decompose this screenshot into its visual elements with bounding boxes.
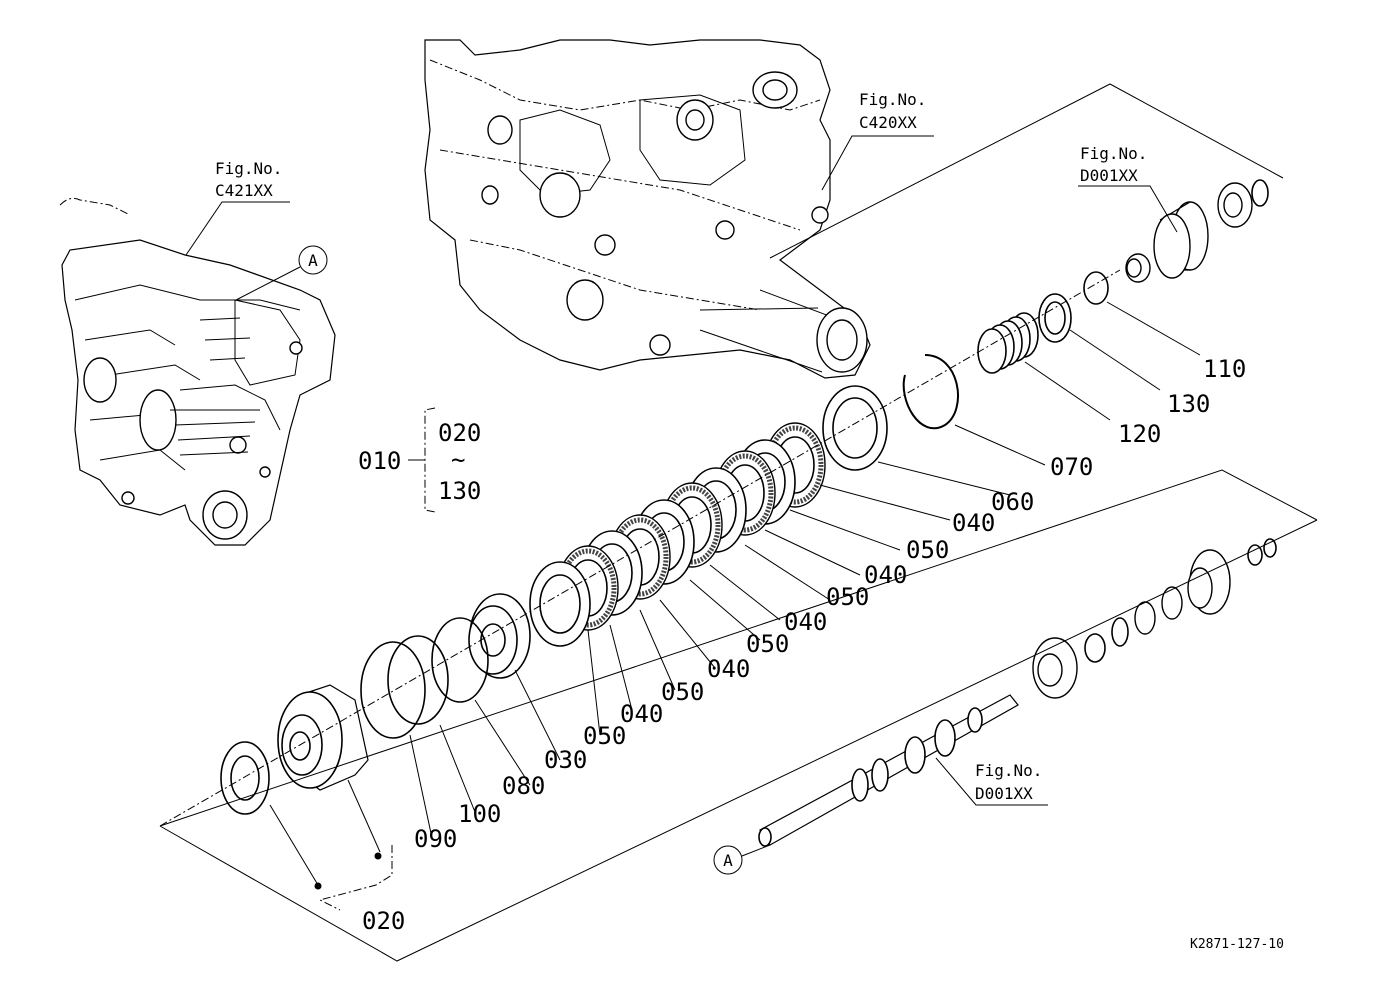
part-label-080: 080 (502, 772, 545, 800)
part-label-050-c: 050 (746, 630, 789, 658)
part-label-050-b: 050 (826, 583, 869, 611)
part-label-040-c: 040 (784, 608, 827, 636)
part-label-030: 030 (544, 746, 587, 774)
plate-pair-5 (529, 545, 619, 647)
fig-ref-gear-code: D001XX (1080, 166, 1138, 185)
left-housing-drawing (59, 197, 336, 546)
drawing-number: K2871-127-10 (1190, 937, 1284, 952)
assembly-from-label: 020 (438, 419, 481, 447)
marker-dot (314, 882, 322, 890)
lower-shaft-drawing (758, 538, 1277, 847)
assembly-parent-label: 010 (358, 447, 401, 475)
fig-ref-center-title: Fig.No. (859, 90, 926, 109)
part-label-060: 060 (991, 488, 1034, 516)
center-housing-drawing (424, 39, 871, 379)
part-label-050-e: 050 (583, 722, 626, 750)
labels: Fig.No. C421XX Fig.No. C420XX Fig.No. D0… (215, 90, 1284, 952)
part-label-050-a: 050 (906, 536, 949, 564)
leader-lines (159, 83, 1318, 962)
upper-gear-drawing (1083, 179, 1269, 305)
fig-ref-shaft-title: Fig.No. (975, 761, 1042, 780)
part-label-090: 090 (414, 825, 457, 853)
fig-ref-left-code: C421XX (215, 181, 273, 200)
part-label-120: 120 (1118, 420, 1161, 448)
part-label-040-a: 040 (952, 509, 995, 537)
clutch-stack-drawing (159, 269, 1121, 827)
ref-a-top: A (308, 251, 318, 270)
part-label-130: 130 (1167, 390, 1210, 418)
ref-a-circle-top (298, 245, 328, 275)
ref-a-circle-bottom (713, 845, 743, 875)
part-label-020: 020 (362, 907, 405, 935)
fig-ref-left-title: Fig.No. (215, 159, 282, 178)
assembly-to-label: 130 (438, 477, 481, 505)
clutch-drum-020 (277, 684, 369, 791)
part-label-110: 110 (1203, 355, 1246, 383)
fig-ref-center-code: C420XX (859, 113, 917, 132)
marker-dot (374, 852, 382, 860)
fig-ref-gear-title: Fig.No. (1080, 144, 1147, 163)
ref-a-bottom: A (723, 851, 733, 870)
assembly-bracket (408, 407, 436, 513)
assembly-tilde: ~ (451, 446, 465, 474)
spring-120 (977, 312, 1039, 374)
part-label-100: 100 (458, 800, 501, 828)
part-label-050-d: 050 (661, 678, 704, 706)
part-label-040-e: 040 (620, 700, 663, 728)
part-label-040-b: 040 (864, 561, 907, 589)
part-label-040-d: 040 (707, 655, 750, 683)
part-label-070: 070 (1050, 453, 1093, 481)
fig-ref-shaft-code: D001XX (975, 784, 1033, 803)
